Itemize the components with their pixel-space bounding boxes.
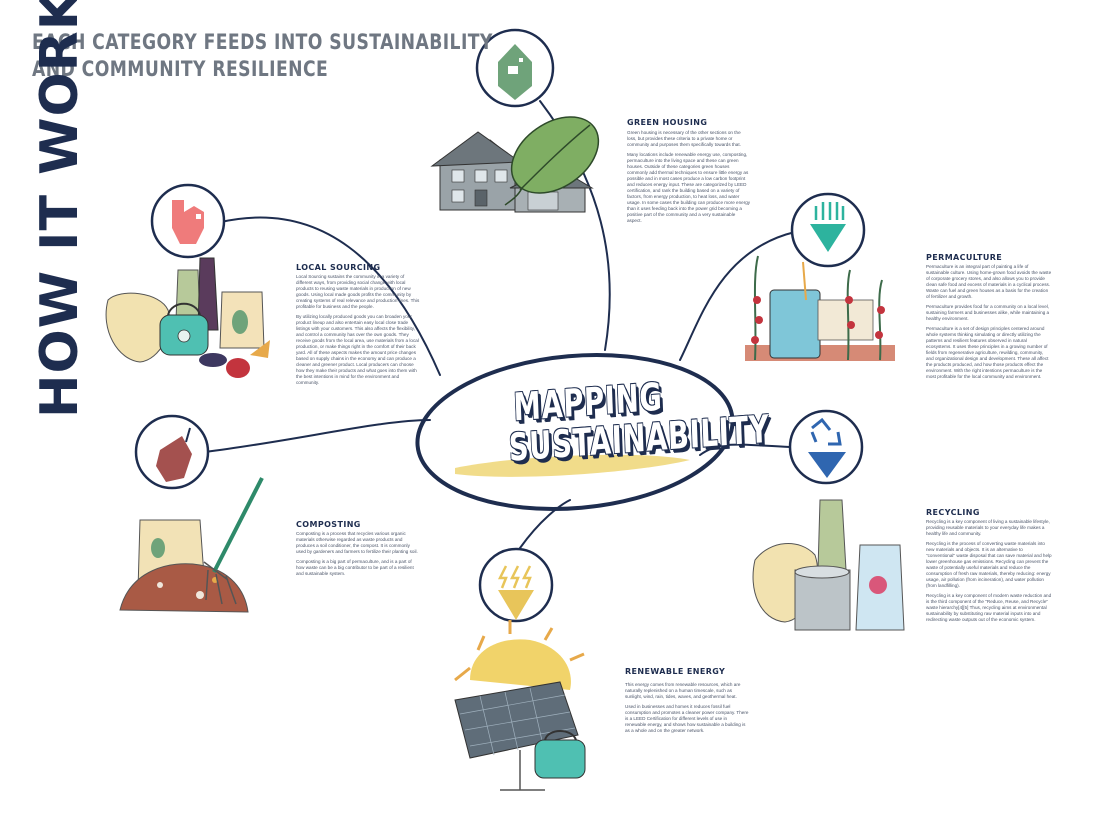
- local-sourcing-paragraph: By utilizing locally produced goods you …: [296, 314, 419, 385]
- garden-illustration: [745, 255, 895, 361]
- side-title: HOW IT WORKS:: [30, 0, 90, 418]
- renewable-energy-paragraph: This energy comes from renewable resourc…: [625, 682, 741, 699]
- recyclables-illustration: [752, 499, 905, 631]
- composting-body: Composting is a process that recycles va…: [296, 531, 418, 581]
- renewable-energy-title: RENEWABLE ENERGY: [625, 667, 726, 676]
- permaculture-title: PERMACULTURE: [926, 253, 1003, 262]
- center-highlight-swash: [455, 454, 690, 477]
- house-illustration: [430, 116, 600, 213]
- connector-permaculture: [679, 231, 796, 361]
- recycling-paragraph: Recycling is a key component of modern w…: [926, 593, 1052, 622]
- center-oval: [415, 353, 735, 511]
- recycling-paragraph: Recycling is a key component of living a…: [926, 519, 1050, 536]
- green-housing-body: Green housing is necessary of the other …: [627, 130, 751, 228]
- composting-paragraph: Composting is a process that recycles va…: [296, 531, 418, 554]
- recycling-paragraph: Recycling is the process of converting w…: [926, 541, 1052, 588]
- header-line-2: AND COMMUNITY RESILIENCE: [32, 57, 329, 81]
- permaculture-icon: [790, 192, 866, 268]
- green-housing-paragraph: Green housing is necessary of the other …: [627, 130, 741, 147]
- connector-local-sourcing: [220, 216, 441, 376]
- local-sourcing-icon: [150, 183, 226, 259]
- permaculture-paragraph: Permaculture provides food for a communi…: [926, 304, 1050, 321]
- composting-paragraph: Composting is a big part of permaculture…: [296, 559, 414, 576]
- permaculture-body: Permaculture is an integral part of pain…: [926, 264, 1052, 384]
- solar-illustration: [454, 620, 586, 791]
- connector-composting: [204, 419, 431, 453]
- recycling-title: RECYCLING: [926, 508, 980, 517]
- renewable-energy-icon: [478, 547, 554, 623]
- renewable-energy-body: This energy comes from renewable resourc…: [625, 682, 749, 738]
- green-housing-paragraph: Many locations include renewable energy …: [627, 152, 751, 223]
- permaculture-paragraph: Permaculture is an integral part of pain…: [926, 264, 1052, 299]
- connector-recycling: [699, 443, 791, 456]
- local-sourcing-body: Local Sourcing sustains the community in…: [296, 274, 420, 390]
- recycling-icon: [788, 409, 864, 485]
- composting-title: COMPOSTING: [296, 520, 361, 529]
- header-line-1: EACH CATEGORY FEEDS INTO SUSTAINABILITY: [32, 30, 493, 54]
- connector-lines: [204, 100, 796, 549]
- permaculture-paragraph: Permaculture is a set of design principl…: [926, 326, 1049, 379]
- local-sourcing-paragraph: Local Sourcing sustains the community in…: [296, 274, 420, 309]
- green-housing-title: GREEN HOUSING: [627, 118, 708, 127]
- center-title-line-2: SUSTAINABILITY: [508, 406, 771, 470]
- recycling-body: Recycling is a key component of living a…: [926, 519, 1052, 627]
- center-title: MAPPING SUSTAINABILITY: [478, 375, 770, 470]
- green-housing-icon: [475, 28, 555, 108]
- local-sourcing-title: LOCAL SOURCING: [296, 263, 381, 272]
- local-goods-illustration: [105, 257, 270, 378]
- composting-icon: [134, 414, 210, 490]
- compost-illustration: [119, 477, 264, 613]
- renewable-energy-paragraph: Used in businesses and homes it reduces …: [625, 704, 749, 733]
- connector-renewable: [519, 499, 571, 549]
